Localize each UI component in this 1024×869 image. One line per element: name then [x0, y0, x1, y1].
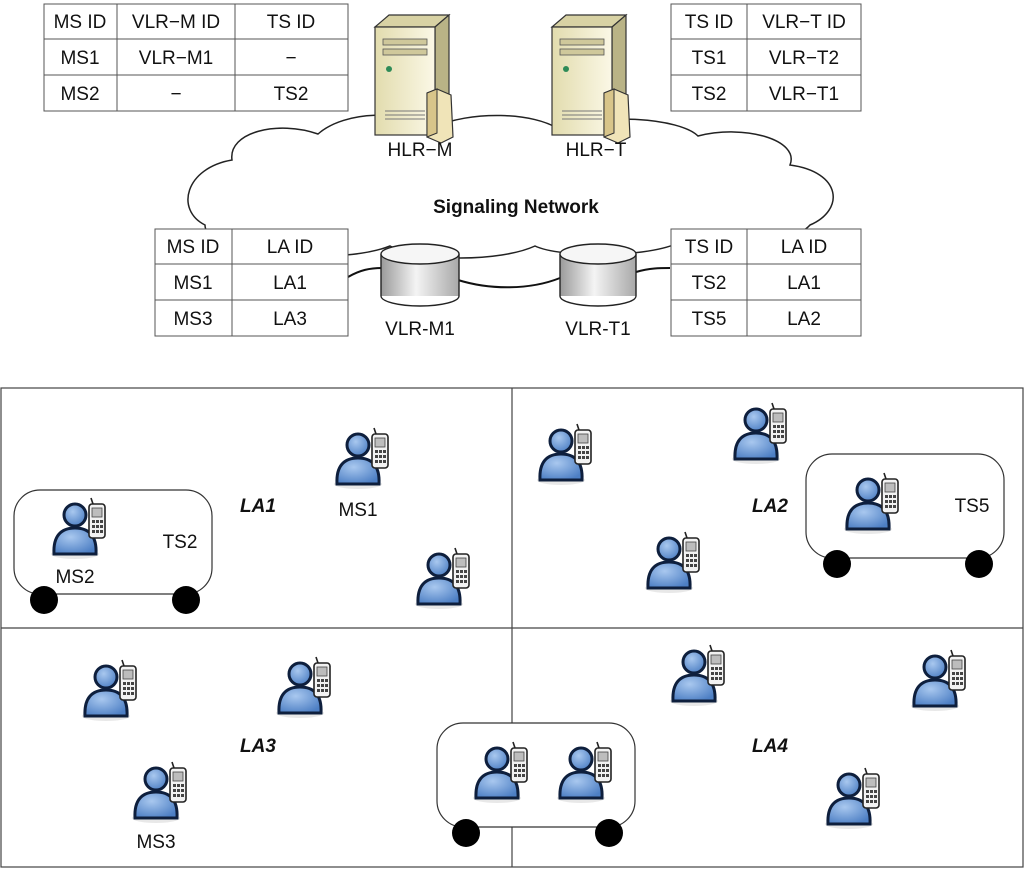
mobile-user-icon [80, 658, 138, 723]
la4-label: LA4 [752, 736, 788, 757]
table-cell: MS2 [60, 84, 99, 105]
train-unlabeled [436, 722, 636, 847]
la2-label: LA2 [752, 496, 788, 517]
table-header: LA ID [781, 237, 827, 258]
vlr-t1-label: VLR-T1 [565, 319, 630, 340]
link-vlr-m1-table [347, 267, 383, 278]
mobile-user-icon [130, 760, 188, 825]
wheel [595, 819, 623, 847]
vlr-t1-database-icon [559, 243, 637, 307]
mobile-user-icon [274, 655, 332, 720]
wheel [30, 586, 58, 614]
la1-label: LA1 [240, 496, 276, 517]
table-cell: TS1 [692, 48, 727, 69]
train-ts5: TS5 [805, 453, 1005, 578]
table-cell: VLR−T1 [769, 84, 839, 105]
ts5-label: TS5 [955, 496, 990, 517]
la3-label: LA3 [240, 736, 276, 757]
mobile-user-icon [535, 422, 593, 487]
wheel [172, 586, 200, 614]
ms2-label: MS2 [55, 567, 94, 588]
table-cell: − [285, 48, 296, 69]
table-header: VLR−T ID [762, 12, 846, 33]
vlr-m1-label: VLR-M1 [385, 319, 455, 340]
vlr-t1-table: TS ID LA ID TS2 LA1 TS5 LA2 [670, 228, 862, 337]
table-header: TS ID [685, 237, 734, 258]
table-header: MS ID [167, 237, 220, 258]
hlr-t-server-icon [551, 14, 631, 144]
table-cell: LA3 [273, 309, 307, 330]
train-ts2: TS2 [13, 489, 213, 614]
hlr-m-label: HLR−M [388, 140, 453, 161]
table-cell: VLR−T2 [769, 48, 839, 69]
table-cell: MS1 [60, 48, 99, 69]
table-cell: TS2 [274, 84, 309, 105]
table-header: TS ID [685, 12, 734, 33]
table-header: LA ID [267, 237, 313, 258]
table-header: TS ID [267, 12, 316, 33]
ms3-label: MS3 [136, 832, 175, 853]
hlr-m-server-icon [374, 14, 454, 144]
table-cell: LA1 [273, 273, 307, 294]
vlr-m1-database-icon [380, 243, 460, 307]
table-cell: TS2 [692, 273, 727, 294]
mobile-user-icon [909, 648, 967, 713]
link-vlr-m1-vlr-t1 [457, 277, 561, 289]
hlr-t-table: TS ID VLR−T ID TS1 VLR−T2 TS2 VLR−T1 [670, 3, 862, 112]
table-cell: LA2 [787, 309, 821, 330]
mobile-user-icon [730, 401, 788, 466]
table-cell: − [170, 84, 181, 105]
vlr-m1-table: MS ID LA ID MS1 LA1 MS3 LA3 [154, 228, 349, 337]
table-cell: TS2 [692, 84, 727, 105]
wheel [965, 550, 993, 578]
link-vlr-t1-table [635, 267, 671, 273]
mobile-user-icon [332, 426, 390, 491]
wheel [823, 550, 851, 578]
table-cell: TS5 [692, 309, 727, 330]
table-cell: LA1 [787, 273, 821, 294]
table-cell: MS1 [173, 273, 212, 294]
table-header: MS ID [54, 12, 107, 33]
mobile-user-icon [668, 643, 726, 708]
hlr-m-table: MS ID VLR−M ID TS ID MS1 VLR−M1 − MS2 − … [43, 3, 349, 112]
ms1-label: MS1 [338, 500, 377, 521]
table-cell: MS3 [173, 309, 212, 330]
table-cell: VLR−M1 [139, 48, 213, 69]
signaling-network-label: Signaling Network [433, 197, 599, 218]
wheel [452, 819, 480, 847]
mobile-user-icon [643, 530, 701, 595]
ts2-label: TS2 [163, 532, 198, 553]
mobile-user-icon [413, 546, 471, 611]
mobile-user-icon [823, 766, 881, 831]
hlr-t-label: HLR−T [566, 140, 627, 161]
table-header: VLR−M ID [132, 12, 220, 33]
